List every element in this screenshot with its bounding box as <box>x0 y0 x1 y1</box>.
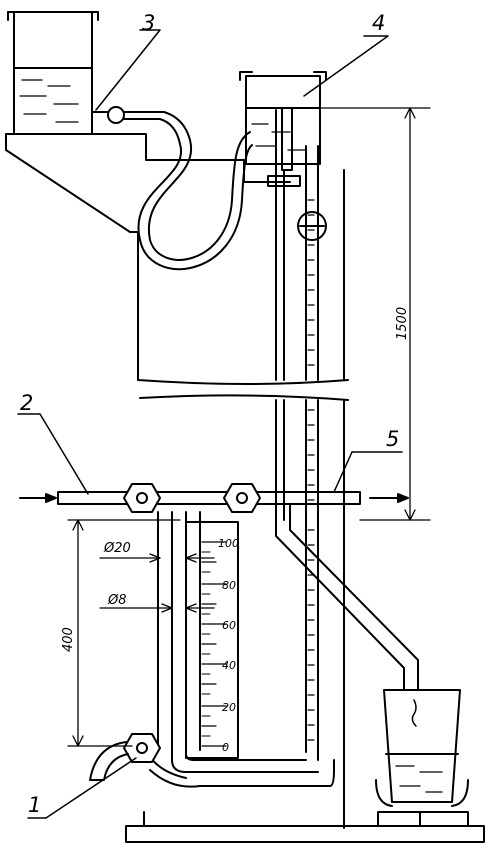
pipe-fitting-left <box>123 483 161 513</box>
scale-tick-100: 100 <box>218 537 239 550</box>
upper-reservoir <box>7 11 99 135</box>
label-part-5: 5 <box>386 427 399 451</box>
scale-tick-20: 20 <box>222 701 236 714</box>
scale-tick-60: 60 <box>222 619 236 632</box>
dimension-diameters <box>99 553 215 613</box>
label-part-3: 3 <box>142 11 155 35</box>
dimension-400 <box>67 519 181 747</box>
pipe-fitting-right <box>223 483 261 513</box>
dim-d8-text: Ø8 <box>107 593 127 608</box>
dim-400-text: 400 <box>61 627 76 652</box>
leader-lines <box>17 29 403 819</box>
dim-1500-text: 1500 <box>395 307 410 340</box>
stopcock <box>89 733 161 781</box>
label-part-4: 4 <box>372 11 385 35</box>
receiving-beaker <box>375 689 469 827</box>
dimension-1500 <box>319 107 431 521</box>
label-part-2: 2 <box>20 391 33 415</box>
outlet-valve <box>91 106 191 145</box>
connecting-hose <box>147 131 251 261</box>
piezometer-tubes <box>275 109 327 761</box>
label-part-1: 1 <box>28 793 41 817</box>
base-plate <box>125 811 485 843</box>
dim-d20-text: Ø20 <box>103 541 131 556</box>
horizontal-pipe <box>19 491 409 505</box>
reservoir-shelf <box>5 133 245 233</box>
scale-tick-0: 0 <box>222 741 229 754</box>
scale-tick-80: 80 <box>222 579 236 592</box>
scale-tick-40: 40 <box>222 659 236 672</box>
constant-head-tank <box>239 71 327 187</box>
discharge-pipe <box>275 503 419 691</box>
measuring-scale <box>185 521 239 759</box>
